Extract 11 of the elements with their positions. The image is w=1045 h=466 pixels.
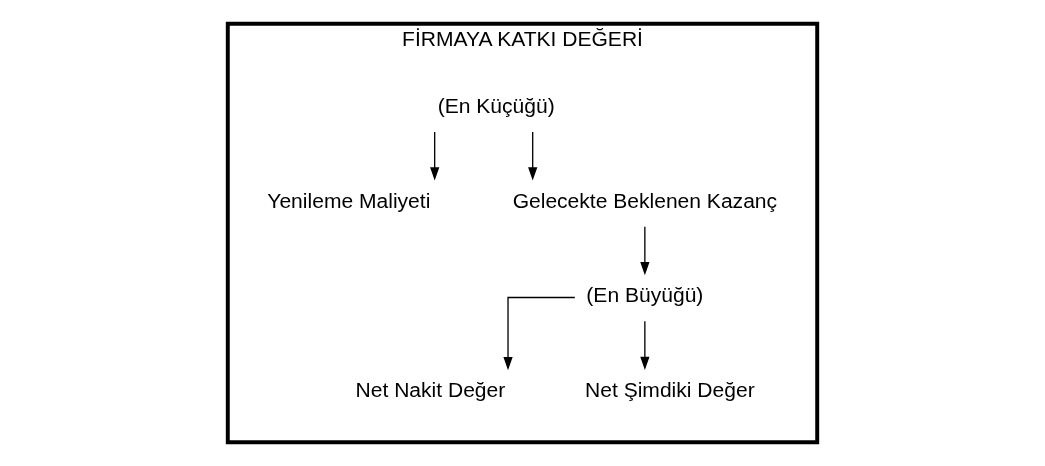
node-text: (En Küçüğü) (437, 94, 555, 118)
node-text: Gelecekte Beklenen Kazanç (512, 188, 778, 212)
node-text: Net Şimdiki Değer (585, 378, 755, 402)
arrow (640, 226, 650, 276)
node-text: Yenileme Maliyeti (267, 188, 431, 212)
arrow (430, 131, 440, 181)
arrow (640, 320, 650, 370)
node-text: (En Büyüğü) (586, 283, 704, 307)
arrow (503, 296, 576, 371)
arrow (528, 131, 538, 181)
node-text: Net Nakit Değer (355, 378, 506, 402)
